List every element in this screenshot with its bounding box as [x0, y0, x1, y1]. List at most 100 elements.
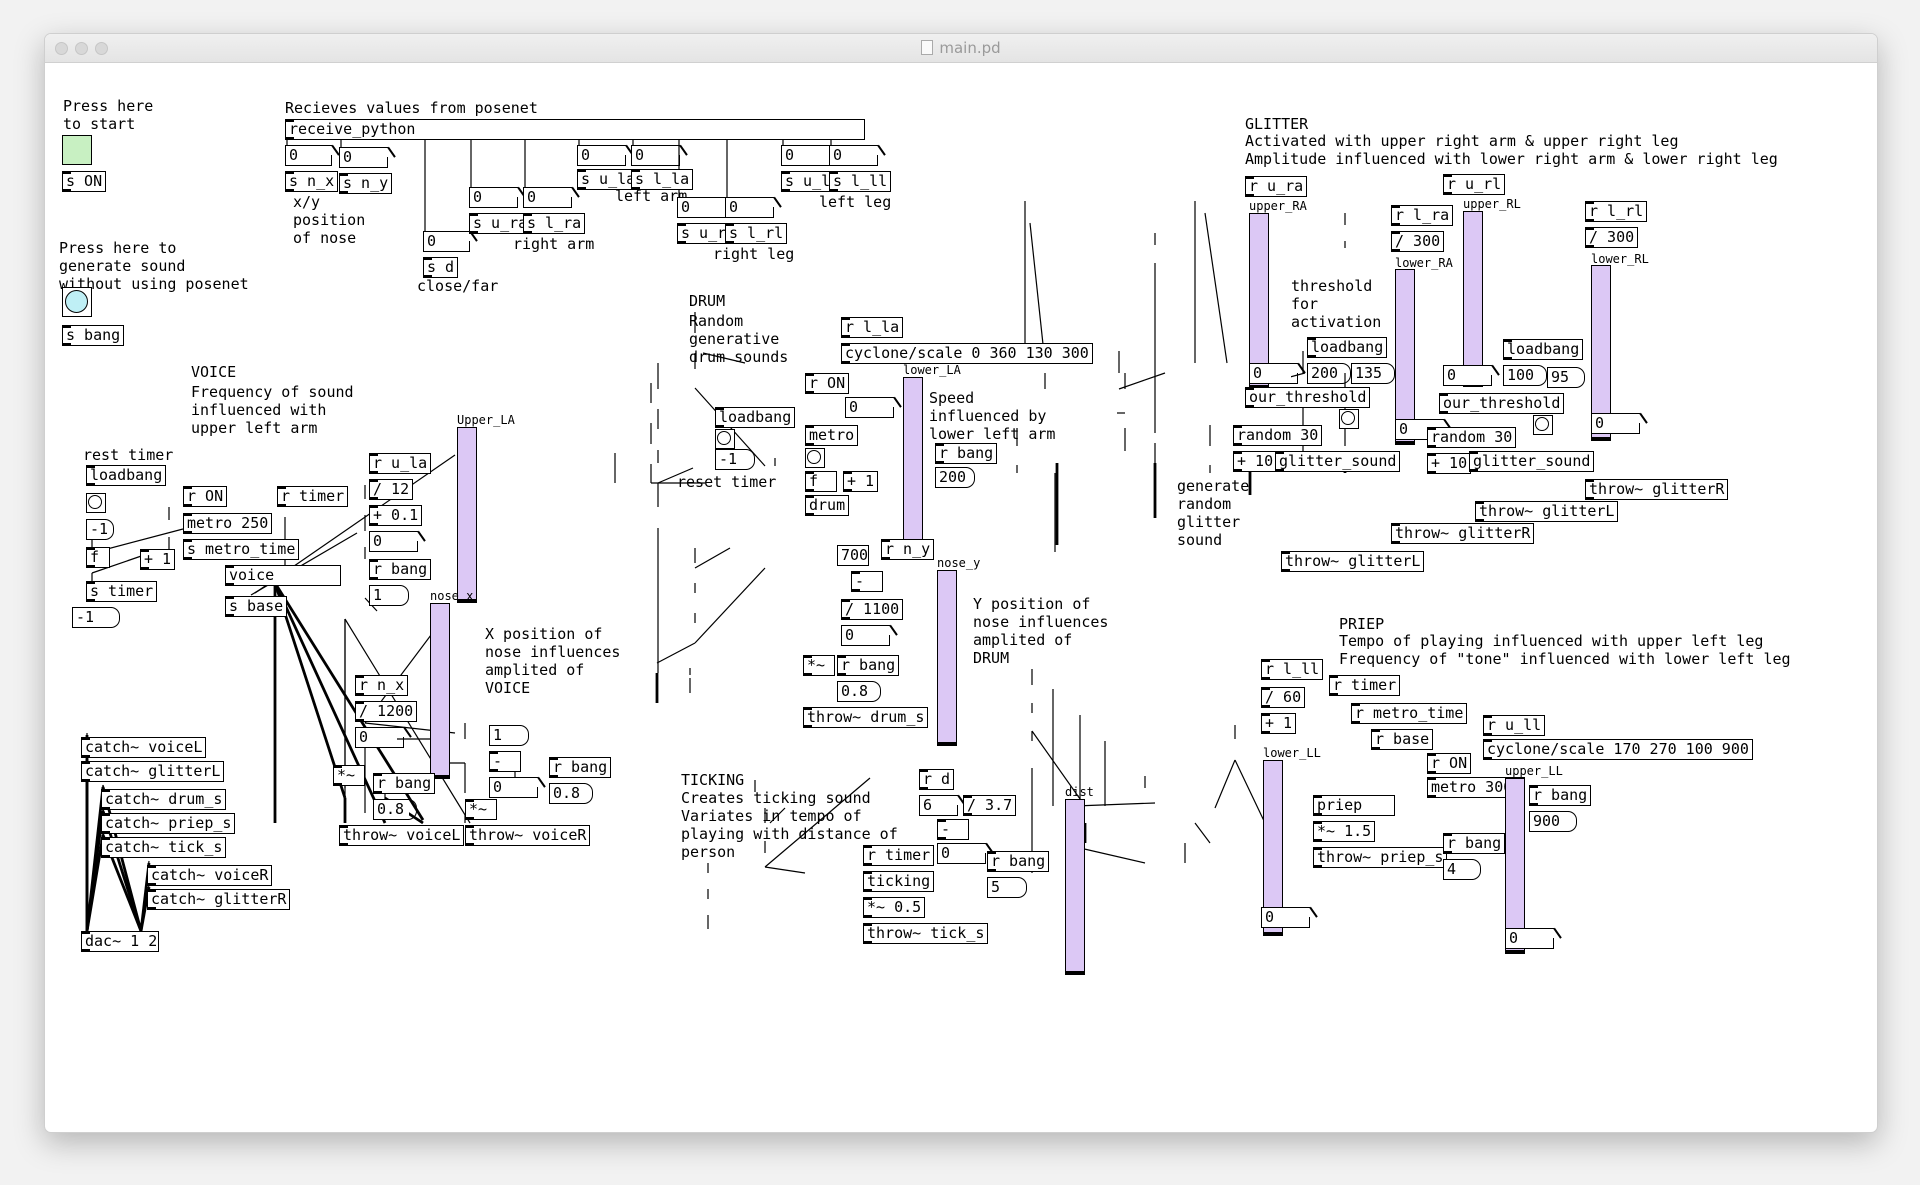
- throw-drum[interactable]: throw~ drum_s: [803, 707, 929, 728]
- divide-3-7[interactable]: / 3.7: [963, 795, 1017, 816]
- number-voice-nx[interactable]: 0: [355, 726, 404, 748]
- multiply-voice-r[interactable]: *~: [465, 799, 497, 820]
- divide-1100[interactable]: / 1100: [841, 599, 904, 620]
- receive-n-y[interactable]: r n_y: [881, 539, 935, 560]
- number-voice-minus[interactable]: 0: [489, 776, 538, 798]
- send-base[interactable]: s base: [225, 596, 288, 617]
- receive-bang-voice-3[interactable]: r bang: [373, 773, 436, 794]
- message-900-priep[interactable]: 900: [1529, 810, 1577, 832]
- message-neg1-b[interactable]: -1: [72, 606, 120, 628]
- catch-glitterl[interactable]: catch~ glitterL: [81, 761, 225, 782]
- throw-glitterl-rl[interactable]: throw~ glitterL: [1475, 501, 1619, 522]
- slider-nose-y[interactable]: [937, 570, 957, 746]
- plus-1-voice[interactable]: + 1: [140, 549, 176, 570]
- receive-bang-drum[interactable]: r bang: [935, 443, 998, 464]
- bang-ra[interactable]: [1339, 409, 1359, 429]
- receive-bang-voice-2[interactable]: r bang: [549, 757, 612, 778]
- random-30-ra[interactable]: random 30: [1233, 425, 1323, 446]
- plus-10-rl[interactable]: + 10: [1427, 453, 1472, 474]
- catch-voicer[interactable]: catch~ voiceR: [147, 865, 273, 886]
- metro-drum[interactable]: metro: [805, 425, 859, 446]
- divide-300-rl[interactable]: / 300: [1585, 227, 1639, 248]
- send-ny[interactable]: s n_y: [339, 173, 393, 194]
- zoom-window-button[interactable]: [95, 42, 108, 55]
- send-ula[interactable]: s u_la: [577, 169, 640, 190]
- ticking-object[interactable]: ticking: [863, 871, 935, 892]
- receive-on-drum[interactable]: r ON: [805, 373, 850, 394]
- message-200-ra[interactable]: 200: [1307, 362, 1351, 384]
- minus-voice[interactable]: -: [489, 751, 521, 772]
- number-priep-u[interactable]: 0: [1505, 927, 1554, 949]
- send-lrl[interactable]: s l_rl: [725, 223, 788, 244]
- number-rl-thresh[interactable]: 0: [1443, 364, 1492, 386]
- slider-lower-ra[interactable]: [1395, 269, 1415, 445]
- minus-drum[interactable]: -: [851, 571, 883, 592]
- minus-tick[interactable]: -: [937, 819, 969, 840]
- glitter-sound-ra[interactable]: glitter_sound: [1275, 451, 1401, 472]
- catch-voicel[interactable]: catch~ voiceL: [81, 737, 207, 758]
- random-30-rl[interactable]: random 30: [1427, 427, 1517, 448]
- receive-d[interactable]: r d: [919, 769, 955, 790]
- message-0-8-voice[interactable]: 0.8: [549, 782, 593, 804]
- loadbang-voice[interactable]: loadbang: [86, 465, 167, 486]
- slider-upper-la[interactable]: [457, 427, 477, 603]
- slider-lower-la[interactable]: [903, 377, 923, 553]
- metro-250[interactable]: metro 250: [183, 513, 273, 534]
- send-url[interactable]: s u_rl: [677, 223, 740, 244]
- scale-drum[interactable]: cyclone/scale 0 360 130 300: [841, 343, 1093, 364]
- plus-10-ra[interactable]: + 10: [1233, 451, 1278, 472]
- divide-1200[interactable]: / 1200: [355, 701, 418, 722]
- message-5-tick[interactable]: 5: [987, 876, 1027, 898]
- receive-bang-voice[interactable]: r bang: [369, 559, 432, 580]
- priep-object[interactable]: priep: [1313, 795, 1395, 816]
- number-ula[interactable]: 0: [577, 144, 626, 166]
- receive-timer-priep[interactable]: r timer: [1329, 675, 1401, 696]
- scale-priep[interactable]: cyclone/scale 170 270 100 900: [1483, 739, 1753, 760]
- send-timer[interactable]: s timer: [86, 581, 158, 602]
- divide-60[interactable]: / 60: [1261, 687, 1306, 708]
- catch-tick-s[interactable]: catch~ tick_s: [101, 837, 227, 858]
- divide-300-ra[interactable]: / 300: [1391, 231, 1445, 252]
- message-0-8-drum[interactable]: 0.8: [837, 680, 881, 702]
- send-bang[interactable]: s bang: [62, 325, 125, 346]
- receive-on-voice[interactable]: r ON: [183, 486, 228, 507]
- number-drum-ny[interactable]: 0: [841, 624, 890, 646]
- patch-canvas[interactable]: Press here to start Press here to genera…: [45, 63, 1877, 1132]
- number-voice-ula[interactable]: 0: [369, 530, 418, 552]
- receive-python[interactable]: receive_python: [285, 119, 865, 140]
- number-priep-l[interactable]: 0: [1261, 906, 1310, 928]
- message-0-8-voice-b[interactable]: 0.8: [373, 798, 417, 820]
- receive-u-rl[interactable]: r u_rl: [1443, 174, 1506, 195]
- throw-voicel[interactable]: throw~ voiceL: [339, 825, 465, 846]
- drum-object[interactable]: drum: [805, 495, 850, 516]
- number-drum-lla[interactable]: 0: [845, 396, 894, 418]
- float-drum[interactable]: f: [805, 471, 837, 492]
- receive-u-ra[interactable]: r u_ra: [1245, 176, 1308, 197]
- bang-rl[interactable]: [1533, 415, 1553, 435]
- receive-u-la[interactable]: r u_la: [369, 453, 432, 474]
- receive-l-la[interactable]: r l_la: [841, 317, 904, 338]
- close-window-button[interactable]: [55, 42, 68, 55]
- receive-bang-tick[interactable]: r bang: [987, 851, 1050, 872]
- slider-upper-rl[interactable]: [1463, 211, 1483, 387]
- receive-timer-voice[interactable]: r timer: [277, 486, 349, 507]
- bang-voice[interactable]: [86, 493, 106, 513]
- dac-output[interactable]: dac~ 1 2: [81, 931, 159, 952]
- receive-n-x[interactable]: r n_x: [355, 675, 409, 696]
- slider-upper-ll[interactable]: [1505, 778, 1525, 954]
- receive-l-ll[interactable]: r l_ll: [1261, 659, 1324, 680]
- message-95-rl[interactable]: 95: [1547, 366, 1585, 388]
- throw-glitterl-ra[interactable]: throw~ glitterL: [1281, 551, 1425, 572]
- multiply-voice-l[interactable]: *~: [333, 765, 365, 786]
- catch-drum-s[interactable]: catch~ drum_s: [101, 789, 227, 810]
- number-ull[interactable]: 0: [781, 144, 830, 166]
- throw-voicer[interactable]: throw~ voiceR: [465, 825, 591, 846]
- bang-drum[interactable]: [715, 429, 735, 449]
- number-ra-thresh[interactable]: 0: [1249, 362, 1298, 384]
- send-ura[interactable]: s u_ra: [469, 213, 532, 234]
- slider-dist[interactable]: [1065, 799, 1085, 975]
- message-135-ra[interactable]: 135: [1351, 362, 1395, 384]
- send-ull[interactable]: s u_ll: [781, 171, 844, 192]
- message-neg1[interactable]: -1: [86, 518, 114, 540]
- loadbang-rl[interactable]: loadbang: [1503, 339, 1584, 360]
